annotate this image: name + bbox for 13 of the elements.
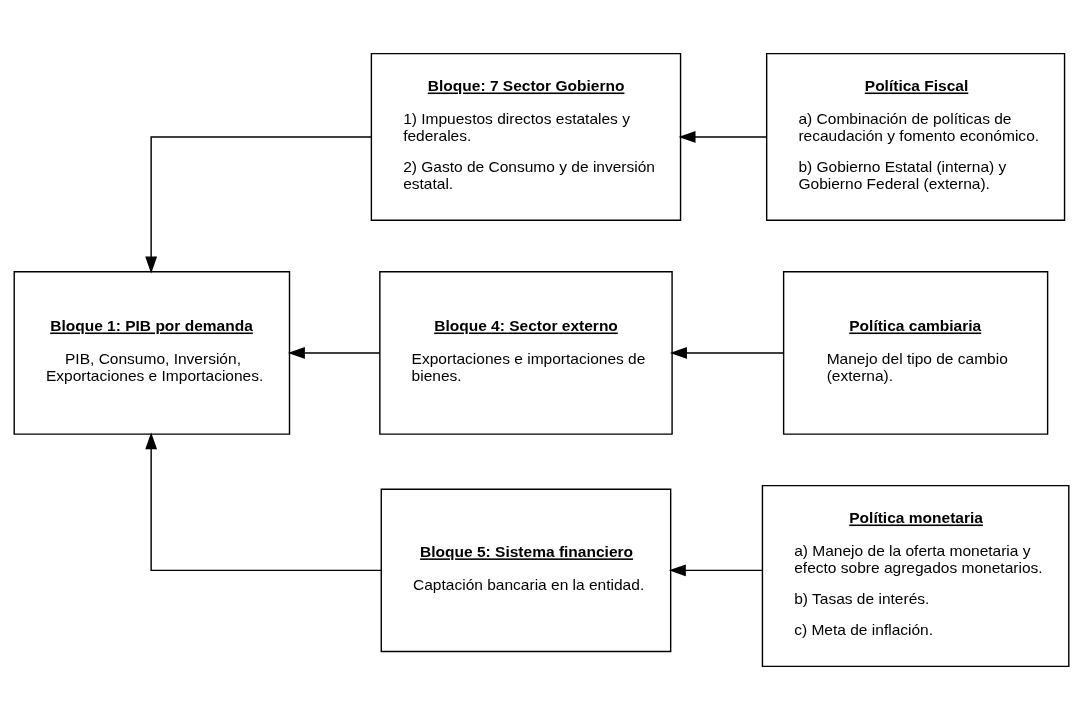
arrow	[287, 346, 381, 359]
node-box: Bloque 5: Sistema financiero Captación bancaria en la entidad.	[380, 487, 672, 652]
node-box: Política Fiscal a) Combinación de políticas de recaudación y fomento económico. b) Gobierno Estatal (interna) y Gobierno Federal (externa).	[765, 52, 1066, 221]
arrow	[669, 346, 784, 359]
node-box: Política cambiaria Manejo del tipo de cambio (externa).	[782, 270, 1049, 435]
node-box: Bloque 1: PIB por demanda PIB, Consumo, Inversión, Exportaciones e Importaciones.	[13, 270, 291, 435]
node-box: Bloque 4: Sector externo Exportaciones e importaciones de bienes.	[379, 270, 673, 435]
arrow	[678, 130, 768, 143]
node-box: Bloque: 7 Sector Gobierno 1) Impuestos directos estatales y federales. 2) Gasto de Consumo y de inversión estatal.	[370, 52, 682, 221]
node-box: Política monetaria a) Manejo de la oferta monetaria y efecto sobre agregados monetarios. b) Tasas de interés. c) Meta de inflación.	[761, 484, 1070, 667]
arrow	[145, 431, 382, 571]
arrow	[668, 563, 763, 576]
arrow	[145, 135, 373, 273]
